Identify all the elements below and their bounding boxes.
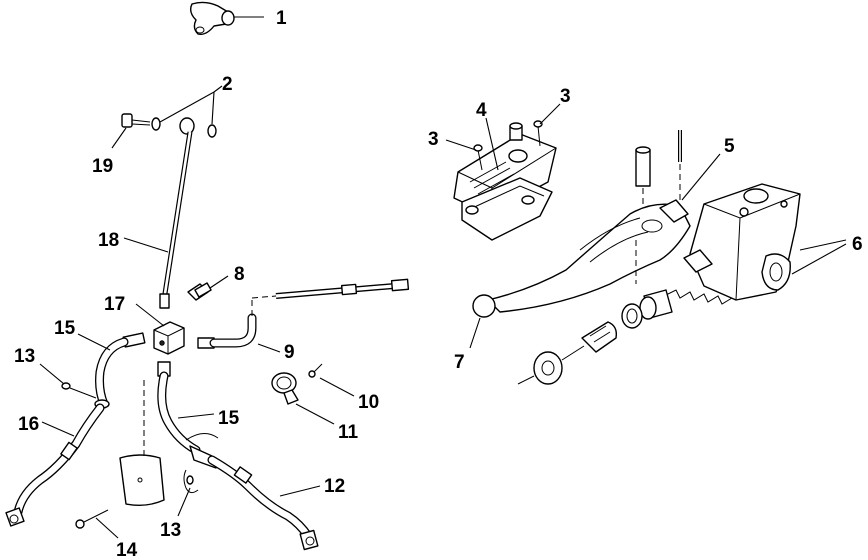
callout-16: 16 bbox=[18, 414, 39, 435]
part-7-brake-lever bbox=[472, 199, 691, 318]
callout-13-left: 13 bbox=[14, 346, 35, 367]
part-12-hose bbox=[189, 445, 319, 551]
part-19-bolt bbox=[121, 113, 151, 128]
part-6-piston-kit bbox=[517, 240, 733, 385]
callout-2: 2 bbox=[222, 74, 233, 95]
part-18-brake-line bbox=[159, 131, 193, 309]
part-9-brake-hose bbox=[197, 278, 410, 349]
callout-19: 19 bbox=[92, 156, 113, 177]
callout-6: 6 bbox=[852, 234, 863, 255]
callout-5: 5 bbox=[724, 136, 735, 157]
part-2-washers bbox=[151, 117, 217, 138]
callout-18: 18 bbox=[98, 230, 119, 251]
part-15-left-hose bbox=[94, 332, 146, 409]
part-6-master-cylinder-body bbox=[683, 183, 801, 301]
part-13-clip-right bbox=[183, 469, 199, 494]
callout-15-right: 15 bbox=[218, 408, 240, 429]
part-4-reservoir-cover bbox=[453, 133, 557, 241]
part-14-mounting-plate bbox=[75, 380, 165, 529]
part-10-screw bbox=[308, 363, 323, 378]
part-17-junction-block bbox=[153, 321, 185, 355]
callout-3-left: 3 bbox=[428, 129, 439, 150]
callout-8: 8 bbox=[234, 264, 245, 285]
callout-9: 9 bbox=[284, 342, 295, 363]
callout-12: 12 bbox=[324, 476, 345, 497]
callout-14: 14 bbox=[116, 540, 138, 560]
callout-3-right: 3 bbox=[560, 86, 571, 107]
part-11-clamp bbox=[271, 372, 299, 405]
callout-13-right: 13 bbox=[160, 520, 181, 541]
part-8-fitting bbox=[187, 282, 212, 301]
part-5-pivot bbox=[635, 130, 682, 226]
callout-11: 11 bbox=[338, 422, 359, 443]
part-3-screws bbox=[473, 120, 543, 171]
callout-4: 4 bbox=[476, 100, 487, 121]
callout-10: 10 bbox=[358, 392, 379, 413]
callout-7: 7 bbox=[454, 352, 465, 373]
part-16-left-hose bbox=[5, 403, 105, 527]
part-13-clip-left bbox=[61, 382, 97, 399]
callout-labels: 1 2 3 3 4 5 6 7 8 9 10 11 12 13 13 14 15… bbox=[14, 8, 863, 560]
part-1-tee-fitting bbox=[189, 1, 235, 36]
callout-17: 17 bbox=[104, 294, 125, 315]
part-15-right-hose bbox=[157, 361, 219, 455]
callout-1: 1 bbox=[276, 8, 287, 29]
callout-15-left: 15 bbox=[54, 318, 76, 339]
